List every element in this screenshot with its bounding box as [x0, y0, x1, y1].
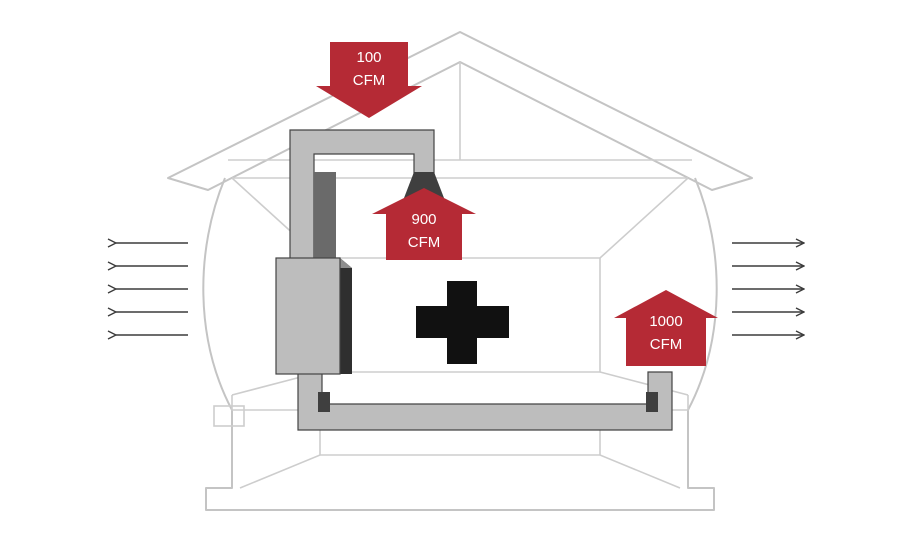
plus-icon — [416, 281, 509, 364]
intake-arrow-shape — [316, 42, 422, 118]
vent-box — [213, 405, 245, 427]
exhaust-arrow-unit: CFM — [408, 234, 441, 251]
basement-perspective — [239, 454, 681, 489]
house-wall-left — [202, 177, 248, 511]
supply-arrow: 1000 CFM — [614, 290, 718, 366]
exhaust-arrow: 900 CFM — [372, 188, 476, 260]
exhaust-arrow-value: 900 — [411, 211, 436, 228]
roof-outline — [167, 31, 753, 191]
intake-arrow-value: 100 — [356, 49, 381, 66]
intake-arrow: 100 CFM — [316, 42, 422, 118]
ductwork — [275, 129, 673, 431]
air-handler-side — [340, 258, 352, 374]
supply-arrow-unit: CFM — [650, 336, 683, 353]
room-floor-right — [599, 371, 689, 396]
supply-arrow-shape — [614, 290, 718, 366]
attic-duct-outlet — [404, 172, 444, 198]
house-wall-right — [672, 177, 718, 511]
supply-duct — [297, 371, 673, 431]
air-handler-unit — [275, 257, 341, 375]
exhaust-arrow-shape — [372, 188, 476, 260]
supply-duct-inner-right — [646, 392, 658, 412]
supply-duct-inner-left — [318, 392, 330, 412]
intake-arrow-unit: CFM — [353, 72, 386, 89]
leak-arrows-left — [116, 243, 188, 335]
attic-duct-shadow — [314, 172, 336, 262]
house-outline — [167, 31, 753, 511]
leak-arrows-right — [732, 243, 804, 335]
supply-arrow-value: 1000 — [649, 313, 682, 330]
